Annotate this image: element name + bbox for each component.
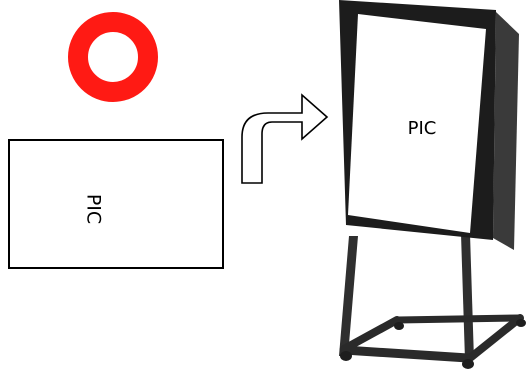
caster-back-left <box>394 322 404 330</box>
landscape-card: PIC <box>8 139 224 269</box>
sign-board: PIC <box>339 0 519 250</box>
sign-board-panel <box>348 14 486 233</box>
caster-front-left <box>340 351 352 361</box>
stand-legs <box>339 234 474 360</box>
stand-leg-right <box>461 234 474 360</box>
bent-arrow-right-icon <box>241 93 329 184</box>
sign-board-side <box>493 12 519 250</box>
stand-casters <box>340 319 526 369</box>
sign-board-label: PIC <box>408 118 437 139</box>
caster-back-right <box>516 319 526 327</box>
landscape-card-frame <box>8 139 224 269</box>
ring-icon <box>68 12 158 102</box>
stand-base <box>339 314 524 363</box>
stand-leg-left <box>339 236 358 356</box>
caster-front-right <box>462 359 474 369</box>
sign-stand: PIC <box>339 0 526 369</box>
landscape-card-label: PIC <box>83 194 105 224</box>
